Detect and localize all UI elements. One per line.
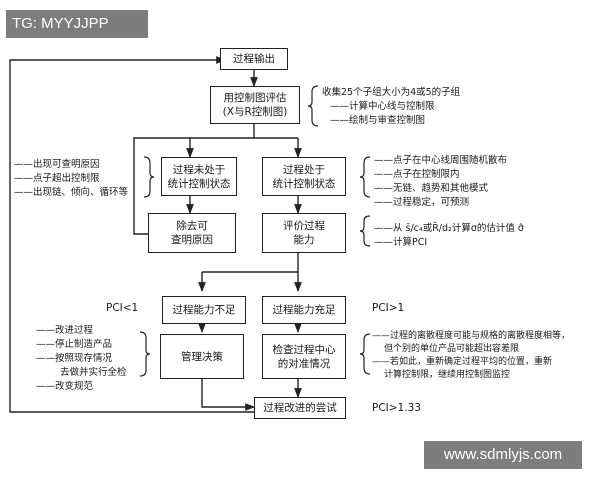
label-pci-gt-1: PCI>1 — [372, 302, 405, 314]
chart-eval-line-1: 用控制图评估 — [223, 92, 287, 104]
channel-tag-overlay: TG: MYYJJPP — [6, 10, 148, 38]
node-not-in-control: 过程未处于 统计控制状态 — [161, 157, 237, 196]
chart-eval-line-2: (X与R控制图) — [222, 106, 288, 118]
node-remove-assignable-causes: 除去可 查明原因 — [148, 213, 236, 253]
notes-in-control: ——点子在中心线周围随机散布 ——点子在控制限内 ——无链、趋势和其他模式 ——… — [374, 155, 508, 208]
node-capability-sufficient: 过程能力充足 — [262, 296, 346, 324]
notes-not-in-control: ——出现可查明原因 ——点子超出控制限 ——出现链、倾向、循环等 — [14, 159, 129, 198]
node-control-chart-eval: 用控制图评估 (X与R控制图) — [210, 86, 300, 124]
watermark-overlay: www.sdmlyjs.com — [424, 441, 582, 469]
label-pci-gt-133: PCI>1.33 — [372, 402, 421, 414]
node-check-centering: 检查过程中心 的对准情况 — [262, 334, 346, 379]
notes-check-centering: ——过程的离散程度可能与规格的离散程度相等， 但个别的单位产品可能超出容差限 —… — [372, 331, 571, 380]
node-in-control: 过程处于 统计控制状态 — [262, 157, 346, 196]
arrow-mgmt-to-improvement — [201, 379, 255, 411]
notes-evaluate-capability: ——从 s̄/c₄或R̄/d₂计算σ的估计值 σ̂ ——计算PCI — [374, 223, 524, 248]
node-process-output: 过程输出 — [220, 48, 288, 70]
return-line-remove-causes — [133, 137, 190, 235]
brace-check — [359, 333, 371, 375]
feedback-loop-line — [9, 56, 254, 413]
brace-not-in-control — [143, 156, 155, 198]
node-management-decision: 管理决策 — [160, 334, 244, 379]
notes-chart-eval: 收集25个子组大小为4或5的子组 ——计算中心线与控制限 ——绘制与审查控制图 — [322, 87, 461, 126]
node-capability-insufficient: 过程能力不足 — [162, 296, 246, 324]
brace-in-control — [359, 156, 371, 198]
node-evaluate-capability: 评价过程 能力 — [262, 213, 346, 253]
brace-chart-eval — [307, 85, 319, 127]
node-improvement-attempt: 过程改进的尝试 — [254, 397, 346, 419]
label-pci-lt-1: PCI<1 — [106, 302, 139, 314]
brace-evaluate — [359, 215, 371, 247]
brace-mgmt — [139, 331, 151, 377]
notes-management-decision: ——改进过程 ——停止制造产品 ——按照现存情况 去做并实行全检 ——改变规范 — [36, 325, 127, 392]
